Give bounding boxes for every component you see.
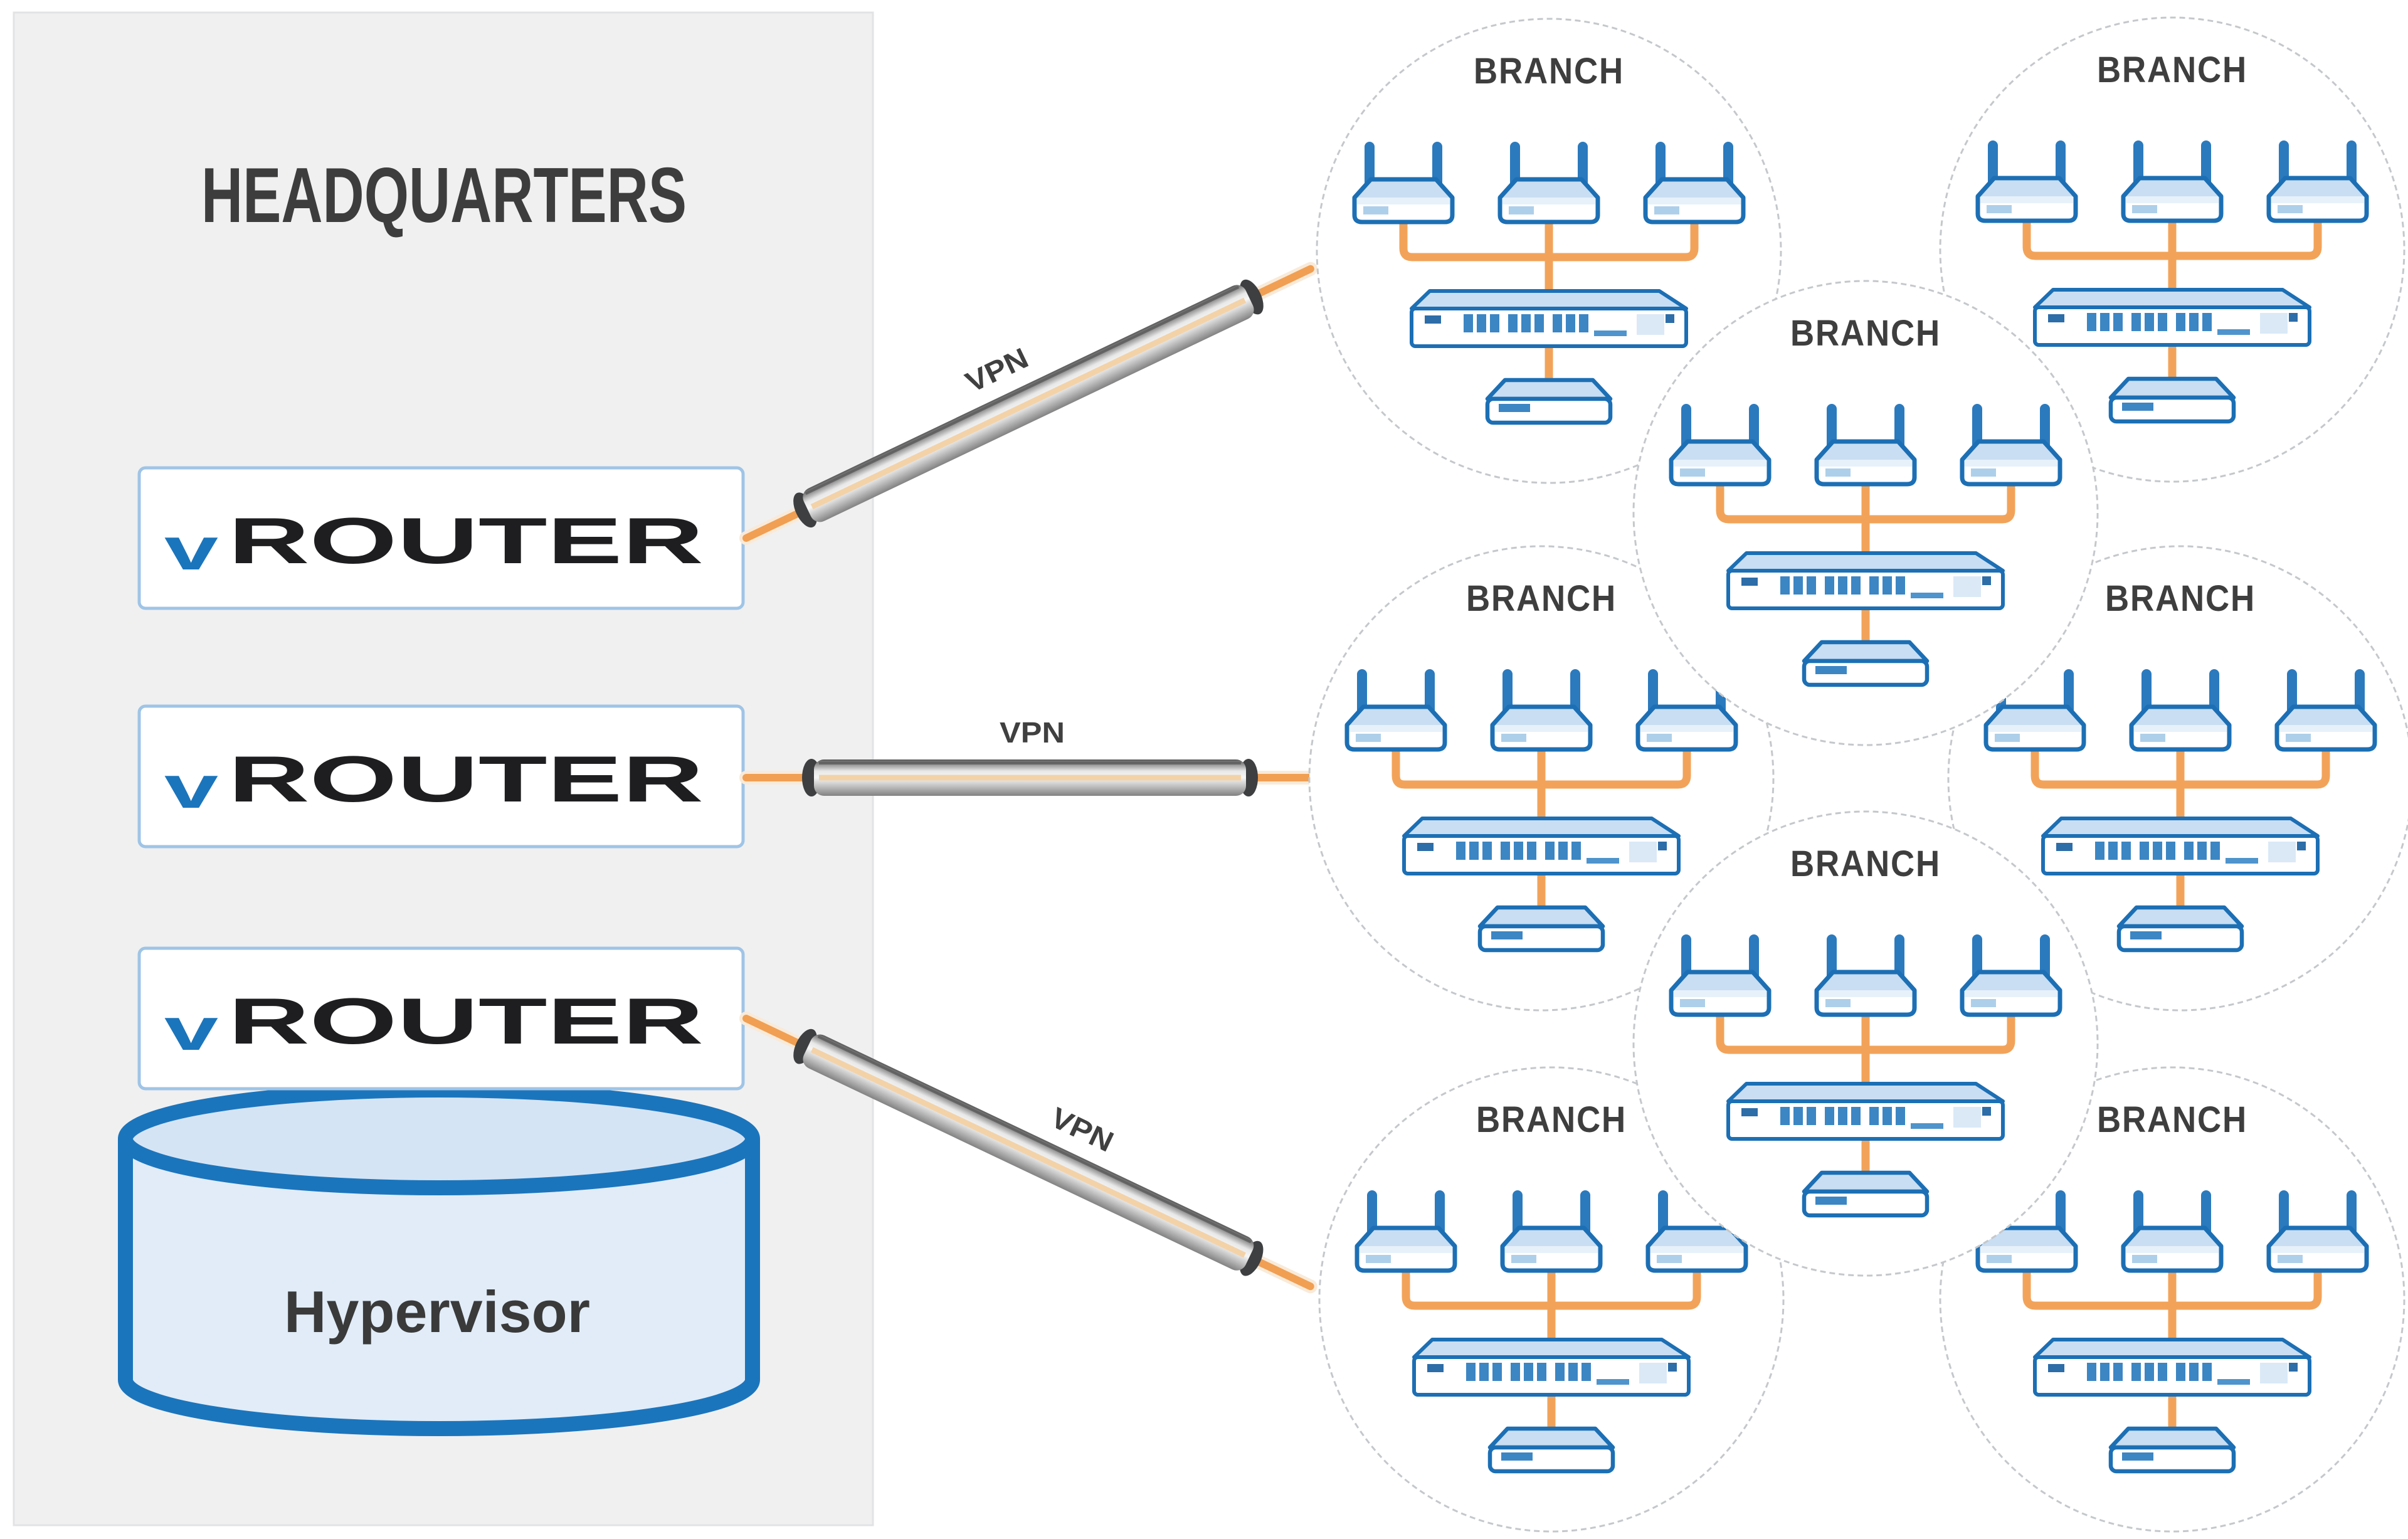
hypervisor-cylinder-body [118,1139,760,1436]
headquarters-title: HEADQUARTERS [201,152,687,239]
vrouter-box-3: v ROUTER [137,946,745,1091]
hypervisor: Hypervisor [118,1082,760,1436]
branch-circle-mid-left: BRANCH [1309,546,1773,1010]
branch-circle-bottom-left: BRANCH [1319,1067,1783,1531]
vrouter-logo-v: v [164,754,218,821]
cable-connector-icon [1240,279,1264,315]
branch-label: BRANCH [1476,1099,1627,1140]
branch-label: BRANCH [1466,578,1617,619]
vpn-wire-through [810,297,1247,510]
cable-connector-icon [793,492,817,528]
branch-label: BRANCH [2105,578,2256,619]
branch-circle-top-left: BRANCH [1317,19,1781,483]
branch-label: BRANCH [1790,844,1941,884]
vrouter-box-2: v ROUTER [137,704,745,849]
vrouter-logo-v: v [164,996,218,1063]
vpn-label: VPN [1000,716,1065,749]
branch-label: BRANCH [1790,313,1941,354]
branch-circle-center: BRANCH [1634,812,2098,1276]
vpn-tube-seam [805,286,1240,495]
branch-circle-bottom-right: BRANCH [1940,1067,2404,1531]
branch-label: BRANCH [2097,1099,2247,1140]
vrouter-logo-text: ROUTER [228,505,704,578]
branch-label: BRANCH [1474,51,1624,92]
branch-circle-upper-middle: BRANCH [1634,281,2098,745]
branch-circle-top-right: BRANCH [1940,18,2404,482]
cable-connector-icon [793,1029,817,1064]
vrouter-logo-text: ROUTER [228,985,704,1058]
hypervisor-cylinder-top [118,1082,760,1195]
branch-label: BRANCH [2097,50,2247,90]
vpn-cable-2: VPN [739,716,1321,796]
vpn-wire-through [810,1047,1246,1258]
vpn-tube-seam [817,1035,1252,1244]
vrouter-logo-text: ROUTER [228,743,704,816]
cable-connector-icon [1240,1240,1264,1276]
vrouter-box-1: v ROUTER [137,466,745,610]
vrouter-logo-v: v [164,516,218,583]
hypervisor-label: Hypervisor [284,1279,590,1345]
branch-circle-mid-right: BRANCH [1948,546,2408,1010]
vpn-cable-1: VPN [739,262,1318,545]
